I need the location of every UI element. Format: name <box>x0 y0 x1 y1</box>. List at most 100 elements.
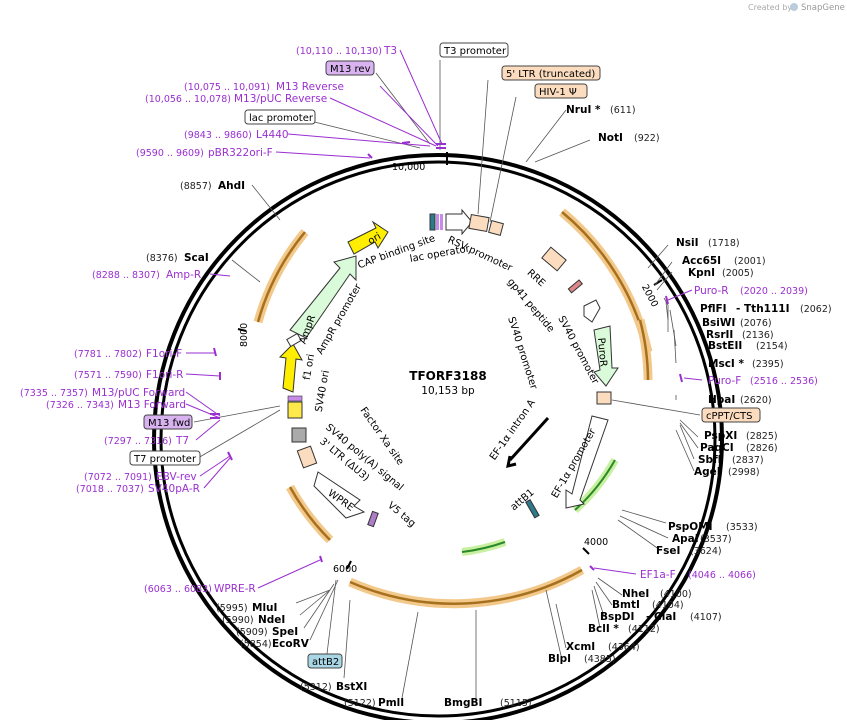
primer-ticks <box>210 141 683 571</box>
label-v5: V5 tag <box>385 500 417 529</box>
lac-region <box>429 213 436 231</box>
svg-text:(2005): (2005) <box>722 268 754 279</box>
svg-text:attB2: attB2 <box>312 657 339 668</box>
svg-text:(5995): (5995) <box>216 603 248 614</box>
svg-text:BmgBI: BmgBI <box>444 697 482 709</box>
svg-text:(5990): (5990) <box>222 615 254 626</box>
svg-text:BclI *: BclI * <box>588 623 619 635</box>
primer-labels: (10,110 .. 10,130) T3 (10,075 .. 10,091)… <box>20 45 818 595</box>
svg-text:MscI *: MscI * <box>708 358 744 370</box>
svg-text:(4364): (4364) <box>608 642 640 653</box>
orf-arc-5 <box>253 229 309 324</box>
cppt-box <box>596 391 612 405</box>
svg-text:KpnI: KpnI <box>688 267 715 279</box>
backbone-outer <box>152 153 724 720</box>
svg-text:M13 fwd: M13 fwd <box>148 418 190 429</box>
ltr3-box <box>296 445 318 469</box>
attb2-box <box>307 653 343 669</box>
svg-text:PspOMI: PspOMI <box>668 521 713 533</box>
ef1a-intron-line <box>508 416 550 462</box>
svg-text:NsiI: NsiI <box>676 237 699 249</box>
m13-fwd-box <box>143 414 193 430</box>
svg-text:BlpI: BlpI <box>548 653 571 665</box>
backbone-inner <box>159 160 717 718</box>
m13-box-stack <box>287 401 303 419</box>
label-sv40-promoter-a: SV40 promoter <box>555 314 601 387</box>
f1ori-arrow <box>278 343 303 393</box>
svg-text:SbfI: SbfI <box>698 454 722 466</box>
svg-text:(2154): (2154) <box>756 341 788 352</box>
svg-text:(7072 .. 7091): (7072 .. 7091) <box>84 472 152 483</box>
plasmid-name: TFORF3188 <box>409 369 486 383</box>
label-rre: RRE <box>525 268 547 290</box>
svg-text:F1ori-R: F1ori-R <box>146 369 183 381</box>
svg-text:PmlI: PmlI <box>378 697 404 709</box>
svg-text:(2998): (2998) <box>728 467 760 478</box>
hiv-box <box>488 220 504 236</box>
svg-text:(10,110 .. 10,130): (10,110 .. 10,130) <box>296 46 382 57</box>
snapgene-logo-icon <box>790 3 798 11</box>
svg-text:(2076): (2076) <box>740 318 772 329</box>
tick-6000: 6000 <box>333 564 357 575</box>
svg-text:(7297 .. 7316): (7297 .. 7316) <box>104 436 172 447</box>
svg-text:(9590 .. 9609): (9590 .. 9609) <box>136 148 204 159</box>
puror-arrow <box>593 325 619 387</box>
svg-text:(7571 .. 7590): (7571 .. 7590) <box>74 370 142 381</box>
svg-text:(4100): (4100) <box>660 589 692 600</box>
svg-text:PflFI: PflFI <box>700 303 727 315</box>
svg-text:(10,056 .. 10,078): (10,056 .. 10,078) <box>145 94 231 105</box>
svg-text:lac promoter: lac promoter <box>249 113 314 124</box>
svg-text:(5312): (5312) <box>300 682 332 693</box>
tick-10000: 10,000 <box>392 162 425 173</box>
svg-text:NotI: NotI <box>598 132 623 144</box>
svg-text:AgeI: AgeI <box>694 466 721 478</box>
tick-8000: 8000 <box>239 323 250 347</box>
svg-text:(7335 .. 7357): (7335 .. 7357) <box>20 388 88 399</box>
credit-text: Created by <box>748 3 792 12</box>
label-sv40-promoter-b: SV40 promoter <box>505 316 539 392</box>
rre-box <box>541 246 567 272</box>
svg-text:PaqCI: PaqCI <box>700 442 734 454</box>
svg-text:T7: T7 <box>175 435 189 447</box>
svg-text:T3: T3 <box>383 45 397 57</box>
svg-text:(2136): (2136) <box>742 330 774 341</box>
gp41-box <box>567 279 583 294</box>
svg-text:NheI: NheI <box>622 588 649 600</box>
svg-text:(4107): (4107) <box>690 612 722 623</box>
svg-text:EcoRV: EcoRV <box>272 638 310 650</box>
svg-text:M13 Reverse: M13 Reverse <box>276 81 344 93</box>
enzyme-labels: NruI * (611) NotI (922) NsiI (1718) Acc6… <box>146 104 832 709</box>
svg-text:FseI: FseI <box>656 545 680 557</box>
svg-text:(8857): (8857) <box>180 181 212 192</box>
svg-text:M13 rev: M13 rev <box>330 64 371 75</box>
svg-text:cPPT/CTS: cPPT/CTS <box>706 411 752 422</box>
svg-text:M13/pUC Forward: M13/pUC Forward <box>92 387 185 399</box>
svg-text:(1718): (1718) <box>708 238 740 249</box>
svg-text:(4104): (4104) <box>652 600 684 611</box>
svg-text:M13/pUC Reverse: M13/pUC Reverse <box>234 93 327 105</box>
svg-text:(5909): (5909) <box>236 627 268 638</box>
svg-text:(2825): (2825) <box>746 431 778 442</box>
svg-text:ScaI: ScaI <box>184 252 209 264</box>
v5-box <box>367 510 379 528</box>
svg-text:(2826): (2826) <box>746 443 778 454</box>
label-ef1a-intron: EF-1α intron A <box>488 398 538 463</box>
svg-text:(4385): (4385) <box>584 654 616 665</box>
svg-text:(5854): (5854) <box>240 639 272 650</box>
svg-text:(2516 .. 2536): (2516 .. 2536) <box>750 376 818 387</box>
svg-text:(5122): (5122) <box>344 698 376 709</box>
svg-text:(7781 .. 7802): (7781 .. 7802) <box>74 349 142 360</box>
svg-text:(2020 .. 2039): (2020 .. 2039) <box>740 286 808 297</box>
svg-text:Puro-F: Puro-F <box>708 375 741 387</box>
svg-text:(5115): (5115) <box>500 698 532 709</box>
svg-text:AhdI: AhdI <box>218 180 245 192</box>
svg-text:T7 promoter: T7 promoter <box>133 454 197 465</box>
svg-text:NdeI: NdeI <box>258 614 285 626</box>
green-arcs <box>461 457 619 556</box>
svg-text:(2395): (2395) <box>752 359 784 370</box>
svg-text:BsiWI: BsiWI <box>702 317 735 329</box>
svg-text:HpaI: HpaI <box>708 394 735 406</box>
svg-text:XcmI: XcmI <box>566 641 595 653</box>
sv40ori-box <box>291 427 307 443</box>
